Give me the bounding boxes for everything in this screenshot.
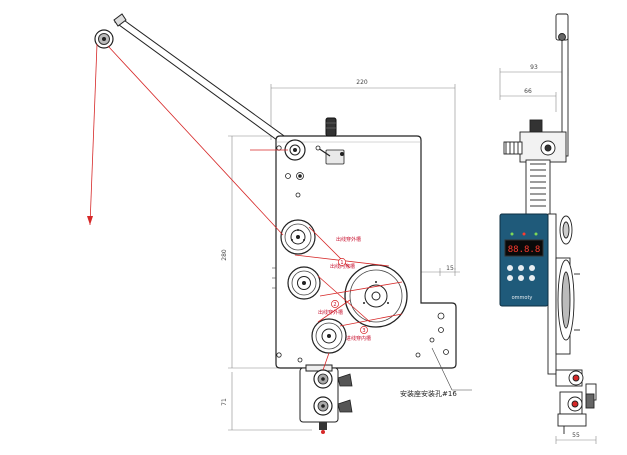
- marker-3: 3: [360, 326, 368, 334]
- bottom-guide-pulley-lower: [313, 396, 333, 416]
- dim-right-step: 15: [446, 265, 454, 272]
- dim-side-body: 66: [524, 88, 532, 95]
- plate-screws: [276, 145, 449, 363]
- dimension-lines-front: [228, 84, 460, 431]
- dim-front-height: 280: [221, 249, 228, 261]
- arm-pivot-pulley: [284, 139, 306, 161]
- dimension-lines-side: [499, 68, 597, 444]
- side-bottom-assembly: [555, 369, 597, 434]
- limit-switch: [315, 145, 345, 165]
- bottom-thumb-screws: [337, 373, 353, 413]
- wire-label-1: 出线穿外槽: [336, 236, 361, 243]
- guide-wheel-middle: [287, 266, 321, 300]
- marker-2: 2: [331, 300, 339, 308]
- tension-disc-large: [344, 264, 408, 328]
- side-top-block: [503, 119, 567, 163]
- panel-display: 88.8.8: [508, 245, 541, 255]
- bottom-guide-pulley-upper: [313, 369, 333, 389]
- wire-label-3: 出线穿外槽: [318, 309, 343, 316]
- mount-hole-leader: [431, 347, 472, 391]
- left-edge-ticks: [272, 267, 276, 289]
- svg-text:1: 1: [340, 260, 343, 266]
- wire-label-2: 出线内穿槽: [330, 263, 355, 270]
- mount-hole-note: 安装座安装孔#16: [400, 389, 457, 398]
- dim-front-width: 220: [356, 79, 368, 86]
- wire-label-4: 进线穿内槽: [346, 335, 371, 342]
- panel-brand: ommoty: [512, 295, 533, 301]
- dim-side-bottom: 55: [572, 432, 580, 439]
- side-wheels: [555, 215, 580, 355]
- dim-side-total: 93: [530, 64, 538, 71]
- wire-arrow: [87, 216, 93, 225]
- guide-wheel-lower: [311, 318, 347, 354]
- svg-text:3: 3: [362, 328, 365, 334]
- svg-text:2: 2: [333, 302, 336, 308]
- wire-outlet-nozzle: [319, 422, 327, 434]
- marker-1: 1: [338, 258, 346, 266]
- guide-wheel-upper: [280, 219, 316, 255]
- tension-knob: [325, 117, 337, 137]
- top-guide-pulley: [94, 29, 114, 49]
- front-plate: [275, 135, 457, 369]
- dim-bottom-offset: 71: [221, 398, 228, 406]
- control-panel: 88.8.8 ommoty: [499, 213, 549, 307]
